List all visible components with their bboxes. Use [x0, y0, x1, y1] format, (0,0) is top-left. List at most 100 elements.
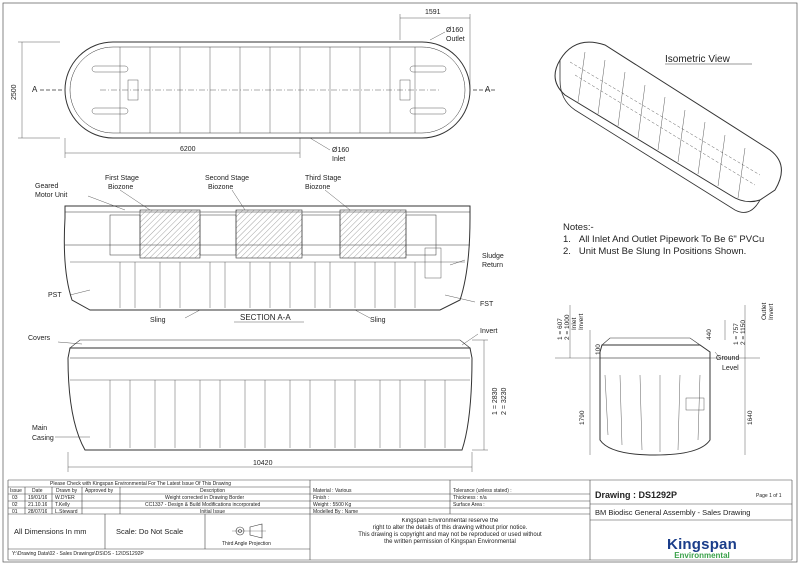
copyright-line: the written permission of Kingspan Envir…: [384, 539, 516, 545]
inlet-dim-1: 1 = 607: [557, 318, 564, 340]
outlet-diameter: Ø160: [446, 27, 463, 34]
second-stage-biozone: [235, 209, 303, 259]
dim-100: 100: [595, 344, 602, 355]
first-stage-label-2: Biozone: [108, 184, 133, 191]
note-text: Unit Must Be Slung In Positions Shown.: [578, 246, 747, 257]
ground-label-2: Level: [722, 365, 739, 372]
note-item-2: 2. Unit Must Be Slung In Positions Shown…: [563, 246, 764, 258]
outlet-label: Outlet: [446, 36, 465, 43]
sludge-return-label-2: Return: [482, 262, 503, 269]
inlet-dim-2: 2 = 1000: [564, 314, 571, 340]
dim-440: 440: [706, 329, 713, 340]
check-notice: Please Check with Kingspan Environmental…: [50, 481, 232, 487]
outlet-dim-1: 1 = 757: [733, 323, 740, 345]
file-path: Y:\Drawing Data\02 - Sales Drawings\DS\D…: [12, 551, 144, 557]
note-item-1: 1. All Inlet And Outlet Pipework To Be 6…: [563, 234, 764, 246]
invert-label: Invert: [480, 328, 498, 335]
covers-label: Covers: [28, 335, 51, 342]
notes-heading: Notes:-: [563, 222, 594, 233]
thickness: Thickness : n/a: [453, 495, 487, 501]
note-number: 1.: [563, 234, 571, 245]
header-date: Date: [32, 488, 43, 494]
note-number: 2.: [563, 246, 571, 257]
rev-issue: 02: [12, 502, 18, 508]
rev-issue: 03: [12, 495, 18, 501]
end-view: [555, 305, 760, 456]
isometric-view-title: Isometric View: [665, 54, 731, 65]
dim-height-1: 1 = 2830: [492, 387, 499, 415]
rev-drawn: T.Kelly: [55, 502, 70, 508]
logo-subtitle: Environmental: [674, 551, 730, 560]
title-block-frame: [7, 479, 793, 561]
rev-date: 21.10.16: [28, 502, 48, 508]
sling-label-left: Sling: [150, 317, 166, 324]
fst-label: FST: [480, 301, 494, 308]
drawing-number: Drawing : DS1292P: [595, 490, 678, 500]
first-stage-biozone: [139, 209, 201, 259]
dim-1790: 1790: [579, 410, 586, 425]
logo-wordmark: Kingspan: [667, 536, 737, 553]
inlet-diameter: Ø160: [332, 147, 349, 154]
page-number: Page 1 of 1: [756, 493, 782, 499]
dim-height-2: 2 = 3230: [501, 387, 508, 415]
copyright-notice: Kingspan Environmental reserve the right…: [312, 518, 588, 546]
scale-note: Scale: Do Not Scale: [116, 527, 184, 536]
side-elevation: [55, 333, 488, 472]
ground-label-1: Ground: [716, 355, 739, 362]
inlet-invert-label-2: Invert: [578, 314, 585, 330]
header-approved-by: Approved by: [85, 488, 114, 494]
dimensions-note: All Dimensions In mm: [14, 527, 87, 536]
header-description: Description: [200, 488, 226, 494]
sludge-return-label-1: Sludge: [482, 253, 504, 260]
projection-label: Third Angle Projection: [222, 541, 271, 547]
tolerance: Tolerance (unless stated) :: [453, 488, 512, 494]
section-a-a: [63, 189, 476, 323]
rev-drawn: W.DYER: [55, 495, 75, 501]
rev-drawn: L.Steward: [55, 509, 78, 515]
third-angle-projection-icon: [232, 523, 266, 539]
first-stage-label-1: First Stage: [105, 175, 139, 182]
weight: Weight : 5500 Kg: [313, 502, 352, 508]
third-stage-label-1: Third Stage: [305, 175, 341, 182]
main-casing-label-1: Main: [32, 425, 47, 432]
dim-1640: 1640: [747, 410, 754, 425]
header-drawn-by: Drawn by: [56, 488, 78, 494]
copyright-line: right to alter the details of this drawi…: [372, 525, 528, 531]
dim-1591: 1591: [425, 9, 441, 16]
geared-motor-label-2: Motor Unit: [35, 192, 67, 199]
section-title: SECTION A-A: [240, 313, 291, 322]
rev-desc: CC1337 - Design & Build Modifications in…: [145, 502, 261, 508]
copyright-line: Kingspan Environmental reserve the: [401, 518, 499, 524]
dim-6200: 6200: [180, 146, 196, 153]
kingspan-logo: Kingspan Environmental: [662, 536, 742, 560]
rev-date: 19/01/16: [28, 495, 48, 501]
note-text: All Inlet And Outlet Pipework To Be 6" P…: [578, 234, 765, 245]
inlet-label: Inlet: [332, 156, 345, 163]
notes: Notes:- 1. All Inlet And Outlet Pipework…: [563, 222, 764, 258]
top-view: [18, 14, 495, 158]
geared-motor-label-1: Geared: [35, 183, 58, 190]
drawing-title: BM Biodisc General Assembly - Sales Draw…: [595, 508, 751, 517]
third-stage-biozone: [339, 209, 407, 259]
modelled-by: Modelled By : Name: [313, 509, 359, 515]
second-stage-label-2: Biozone: [208, 184, 233, 191]
outlet-dim-2: 2 = 1150: [740, 320, 747, 345]
header-issue: Issue: [10, 488, 22, 494]
sling-label-right: Sling: [370, 317, 386, 324]
main-casing-label-2: Casing: [32, 435, 54, 442]
copyright-line: This drawing is copyright and may not be…: [358, 532, 542, 538]
third-stage-label-2: Biozone: [305, 184, 330, 191]
pst-label: PST: [48, 292, 62, 299]
surface-area: Surface Area :: [453, 502, 485, 508]
rev-desc: Initial Issue: [200, 509, 226, 515]
dim-2500: 2500: [11, 84, 18, 100]
inlet-invert-label-1: Inlet: [571, 318, 578, 330]
rev-desc: Weight corrected in Drawing Border: [165, 495, 245, 501]
finish: Finish :: [313, 495, 330, 501]
dim-10420: 10420: [253, 460, 273, 467]
material: Material : Various: [313, 488, 352, 494]
section-marker-left: A: [32, 85, 38, 94]
